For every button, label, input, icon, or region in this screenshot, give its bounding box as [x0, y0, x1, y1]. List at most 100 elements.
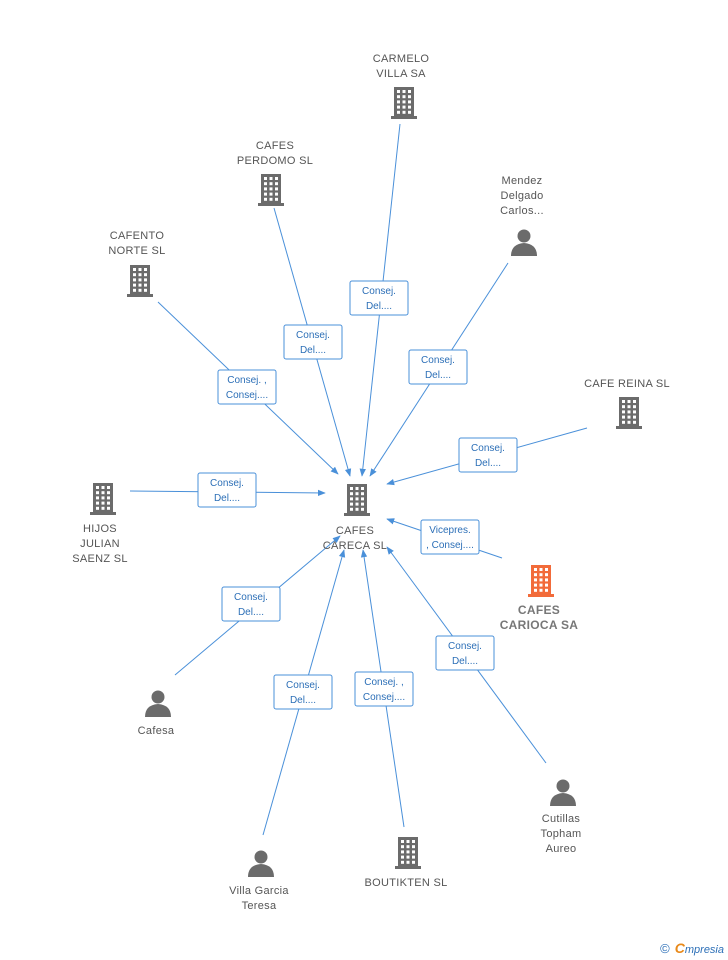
node-label: NORTE SL	[108, 245, 165, 257]
edge-label-text: Consej.	[421, 355, 455, 366]
edge-label-box[interactable]: Consej. , Consej....	[354, 671, 414, 707]
edge-label-frame	[349, 280, 409, 316]
node-boutikten[interactable]: BOUTIKTEN SL	[364, 837, 447, 889]
edge-mendez[interactable]: Consej. Del....	[369, 262, 509, 477]
node-label: CARMELO	[373, 53, 430, 65]
node-label: CAFES	[256, 140, 294, 152]
node-label: CAFES	[336, 525, 374, 537]
edge-label-box[interactable]: Vicepres. , Consej....	[420, 519, 480, 555]
edge-label-text: , Consej....	[426, 540, 474, 551]
node-label: VILLA SA	[376, 68, 426, 80]
node-label: Topham	[541, 828, 582, 840]
person-icon	[511, 229, 537, 256]
edge-label-box[interactable]: Consej. Del....	[273, 674, 333, 710]
edges-layer: Consej. Del.... Consej. Del.... Consej. Del..…	[129, 123, 588, 836]
edge-label-box[interactable]: Consej. Del....	[349, 280, 409, 316]
edge-label-box[interactable]: Consej.Del....	[458, 437, 518, 473]
edge-label-frame	[273, 674, 333, 710]
node-cafesa[interactable]: Cafesa	[138, 690, 175, 738]
nodes-layer: CARMELO VILLA SA CAFES PERDOMO SL MendezDelg…	[72, 53, 670, 913]
edge-villa[interactable]: Consej. Del....	[262, 549, 346, 836]
edge-label-text: Consej....	[226, 390, 268, 401]
node-label: CARECA SL	[323, 540, 387, 552]
edge-cafesa[interactable]: Consej. Del....	[174, 535, 341, 676]
node-reina[interactable]: CAFE REINA SL	[584, 378, 670, 429]
edge-label-text: Del....	[238, 607, 264, 618]
edge-label-text: Del....	[366, 301, 392, 312]
edge-label-box[interactable]: Consej.Del....	[283, 324, 343, 360]
edge-label-frame	[420, 519, 480, 555]
edge-label-text: Consej.	[471, 443, 505, 454]
edge-label-box[interactable]: Consej. , Consej....	[217, 369, 277, 405]
edge-label-box[interactable]: Consej. Del....	[435, 635, 495, 671]
edge-label-text: Consej.	[362, 286, 396, 297]
edge-label-text: Vicepres.	[429, 525, 471, 536]
footer-brand[interactable]: © Cmpresia	[660, 940, 724, 956]
node-cafento[interactable]: CAFENTO NORTE SL	[108, 230, 165, 297]
edge-label-text: Consej. ,	[364, 677, 403, 688]
edge-label-text: Consej. ,	[227, 375, 266, 386]
brand-logo-initial: C	[674, 940, 685, 956]
edge-label-box[interactable]: Consej. Del....	[221, 586, 281, 622]
edge-label-frame	[408, 349, 468, 385]
copyright-icon: ©	[660, 941, 670, 956]
edge-label-text: Consej.	[234, 592, 268, 603]
node-label: Villa Garcia	[229, 885, 289, 897]
edge-label-frame	[458, 437, 518, 473]
edge-label-frame	[283, 324, 343, 360]
edge-cutillas[interactable]: Consej. Del....	[386, 546, 547, 764]
building-icon	[616, 397, 642, 429]
node-carmelo[interactable]: CARMELO VILLA SA	[373, 53, 430, 119]
node-label: CAFENTO	[110, 230, 165, 242]
edge-label-text: Consej.	[210, 478, 244, 489]
edge-label-text: Del....	[214, 493, 240, 504]
node-label: CARIOCA SA	[500, 618, 579, 632]
edge-label-text: Del....	[452, 656, 478, 667]
node-label: SAENZ SL	[72, 553, 128, 565]
building-icon	[344, 484, 370, 516]
edge-hijos[interactable]: Consej. Del....	[129, 472, 326, 508]
edge-label-frame	[435, 635, 495, 671]
edge-label-text: Consej....	[363, 692, 405, 703]
edge-label-frame	[197, 472, 257, 508]
person-icon	[145, 690, 171, 717]
edge-boutikten[interactable]: Consej. , Consej....	[354, 549, 414, 828]
edge-label-box[interactable]: Consej.Del....	[408, 349, 468, 385]
node-label: Carlos...	[500, 205, 544, 217]
node-perdomo[interactable]: CAFES PERDOMO SL	[237, 140, 313, 206]
node-mendez[interactable]: MendezDelgadoCarlos...	[500, 175, 544, 256]
node-label: Cutillas	[542, 813, 581, 825]
edge-label-frame	[221, 586, 281, 622]
edge-label-text: Consej.	[448, 641, 482, 652]
building-icon	[391, 87, 417, 119]
edge-label-frame	[354, 671, 414, 707]
edge-label-frame	[217, 369, 277, 405]
building-icon	[395, 837, 421, 869]
edge-label-text: Del....	[300, 345, 326, 356]
node-label: Delgado	[500, 190, 543, 202]
edge-carioca[interactable]: Vicepres. , Consej....	[386, 518, 503, 559]
edge-carmelo[interactable]: Consej. Del....	[349, 123, 409, 477]
person-icon	[550, 779, 576, 806]
edge-label-text: Del....	[290, 695, 316, 706]
edge-label-box[interactable]: Consej. Del....	[197, 472, 257, 508]
node-label: HIJOS	[83, 523, 117, 535]
node-label: Aureo	[546, 843, 577, 855]
edge-reina[interactable]: Consej.Del....	[386, 427, 588, 486]
node-label: Mendez	[502, 175, 543, 187]
node-label: CAFE REINA SL	[584, 378, 670, 390]
node-label: Cafesa	[138, 725, 175, 737]
edge-perdomo[interactable]: Consej.Del....	[273, 207, 352, 477]
person-icon	[248, 850, 274, 877]
node-label: PERDOMO SL	[237, 155, 313, 167]
building-icon	[127, 265, 153, 297]
building-icon	[528, 565, 554, 597]
edge-cafento[interactable]: Consej. , Consej....	[157, 301, 339, 475]
edge-label-text: Consej.	[286, 680, 320, 691]
node-center[interactable]: CAFES CARECA SL	[323, 484, 387, 552]
